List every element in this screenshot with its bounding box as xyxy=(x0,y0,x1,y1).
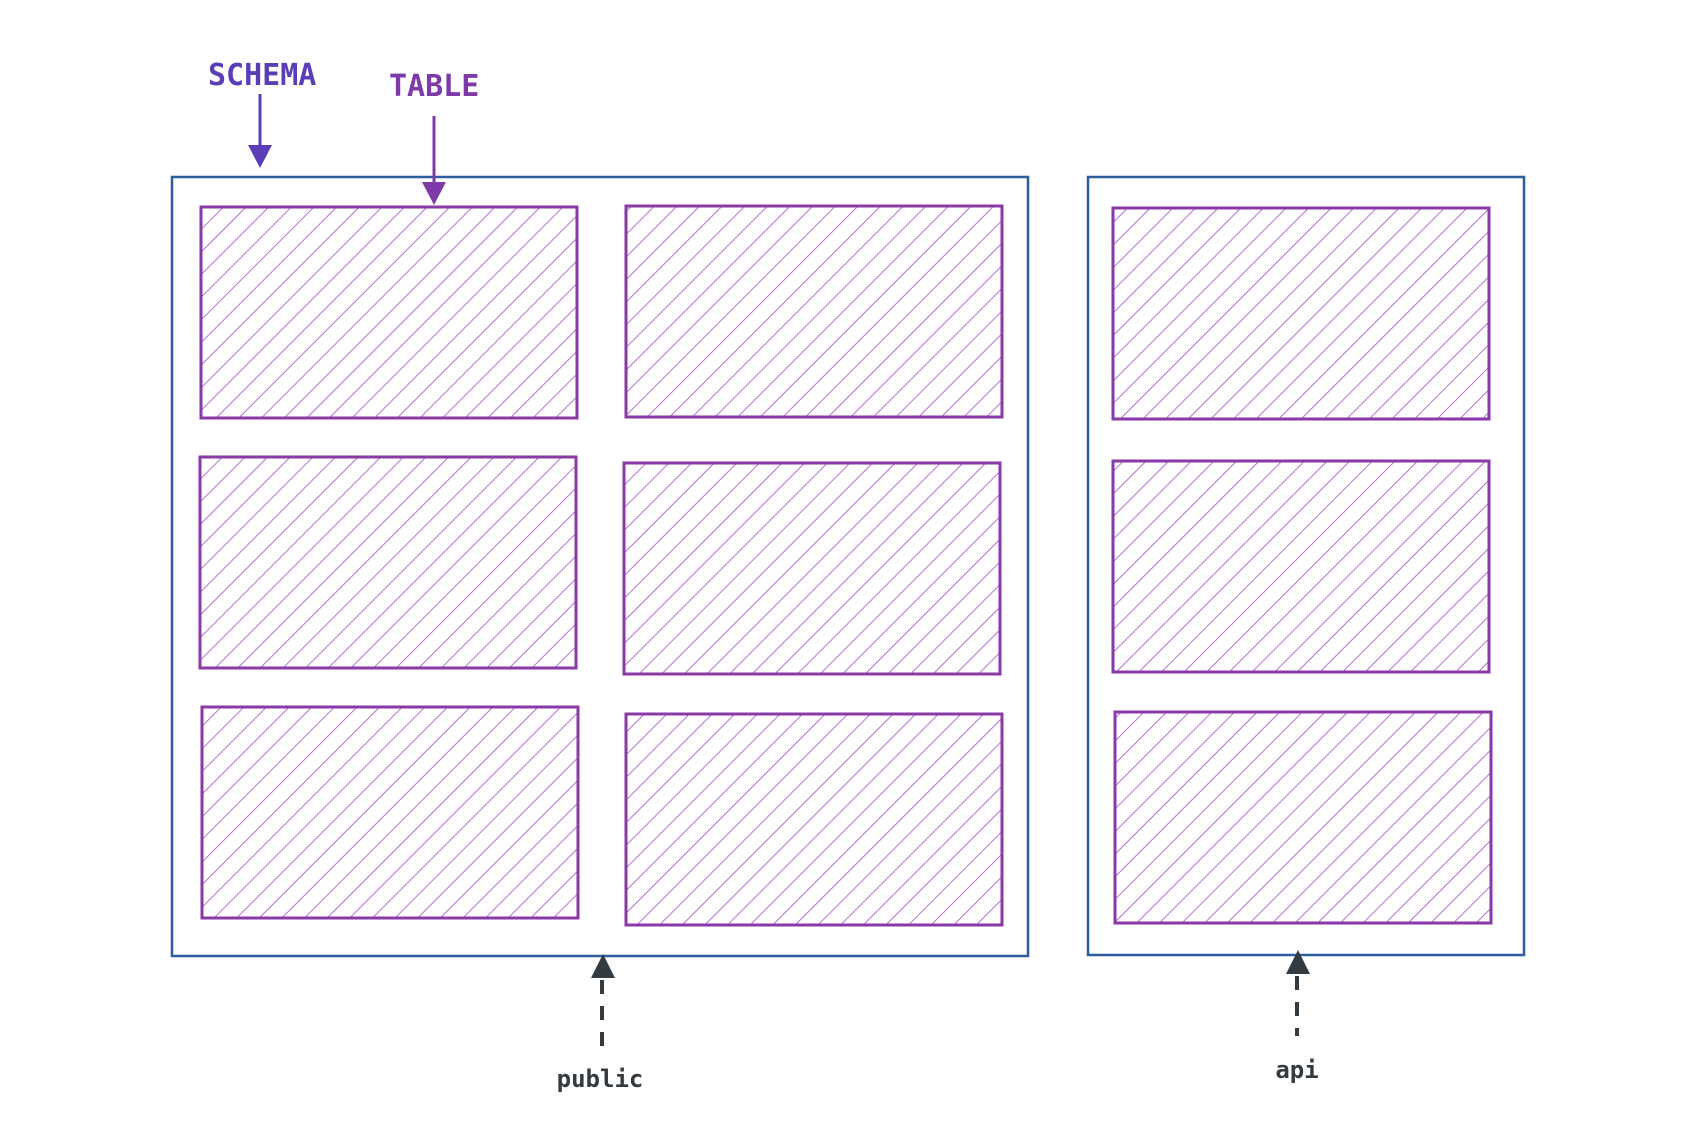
table-api-2 xyxy=(1111,459,1491,674)
schema-public-pointer: public xyxy=(557,954,644,1093)
schema-api-pointer: api xyxy=(1275,950,1319,1084)
table-public-4 xyxy=(622,461,1002,676)
table-public-1 xyxy=(199,205,579,420)
api-pointer-arrowhead xyxy=(1286,950,1310,974)
schema-annotation-label: SCHEMA xyxy=(208,58,316,93)
schema-api xyxy=(1086,175,1526,957)
schema-public xyxy=(170,175,1030,958)
public-pointer-arrowhead xyxy=(591,954,615,978)
schema-annotation: SCHEMA xyxy=(208,58,316,168)
schema-name-api: api xyxy=(1275,1056,1318,1084)
schema-annotation-arrowhead xyxy=(248,145,272,168)
table-public-2 xyxy=(624,204,1004,419)
schema-box-public xyxy=(170,175,1030,958)
table-api-3 xyxy=(1113,710,1493,925)
table-api-1 xyxy=(1111,206,1491,421)
schema-box-api xyxy=(1086,175,1526,957)
table-annotation: TABLE xyxy=(389,69,479,205)
table-public-6 xyxy=(624,712,1004,927)
table-public-3 xyxy=(198,455,578,670)
table-public-5 xyxy=(200,705,580,920)
schema-name-public: public xyxy=(557,1065,644,1093)
table-annotation-arrowhead xyxy=(422,182,446,205)
table-annotation-label: TABLE xyxy=(389,69,479,104)
